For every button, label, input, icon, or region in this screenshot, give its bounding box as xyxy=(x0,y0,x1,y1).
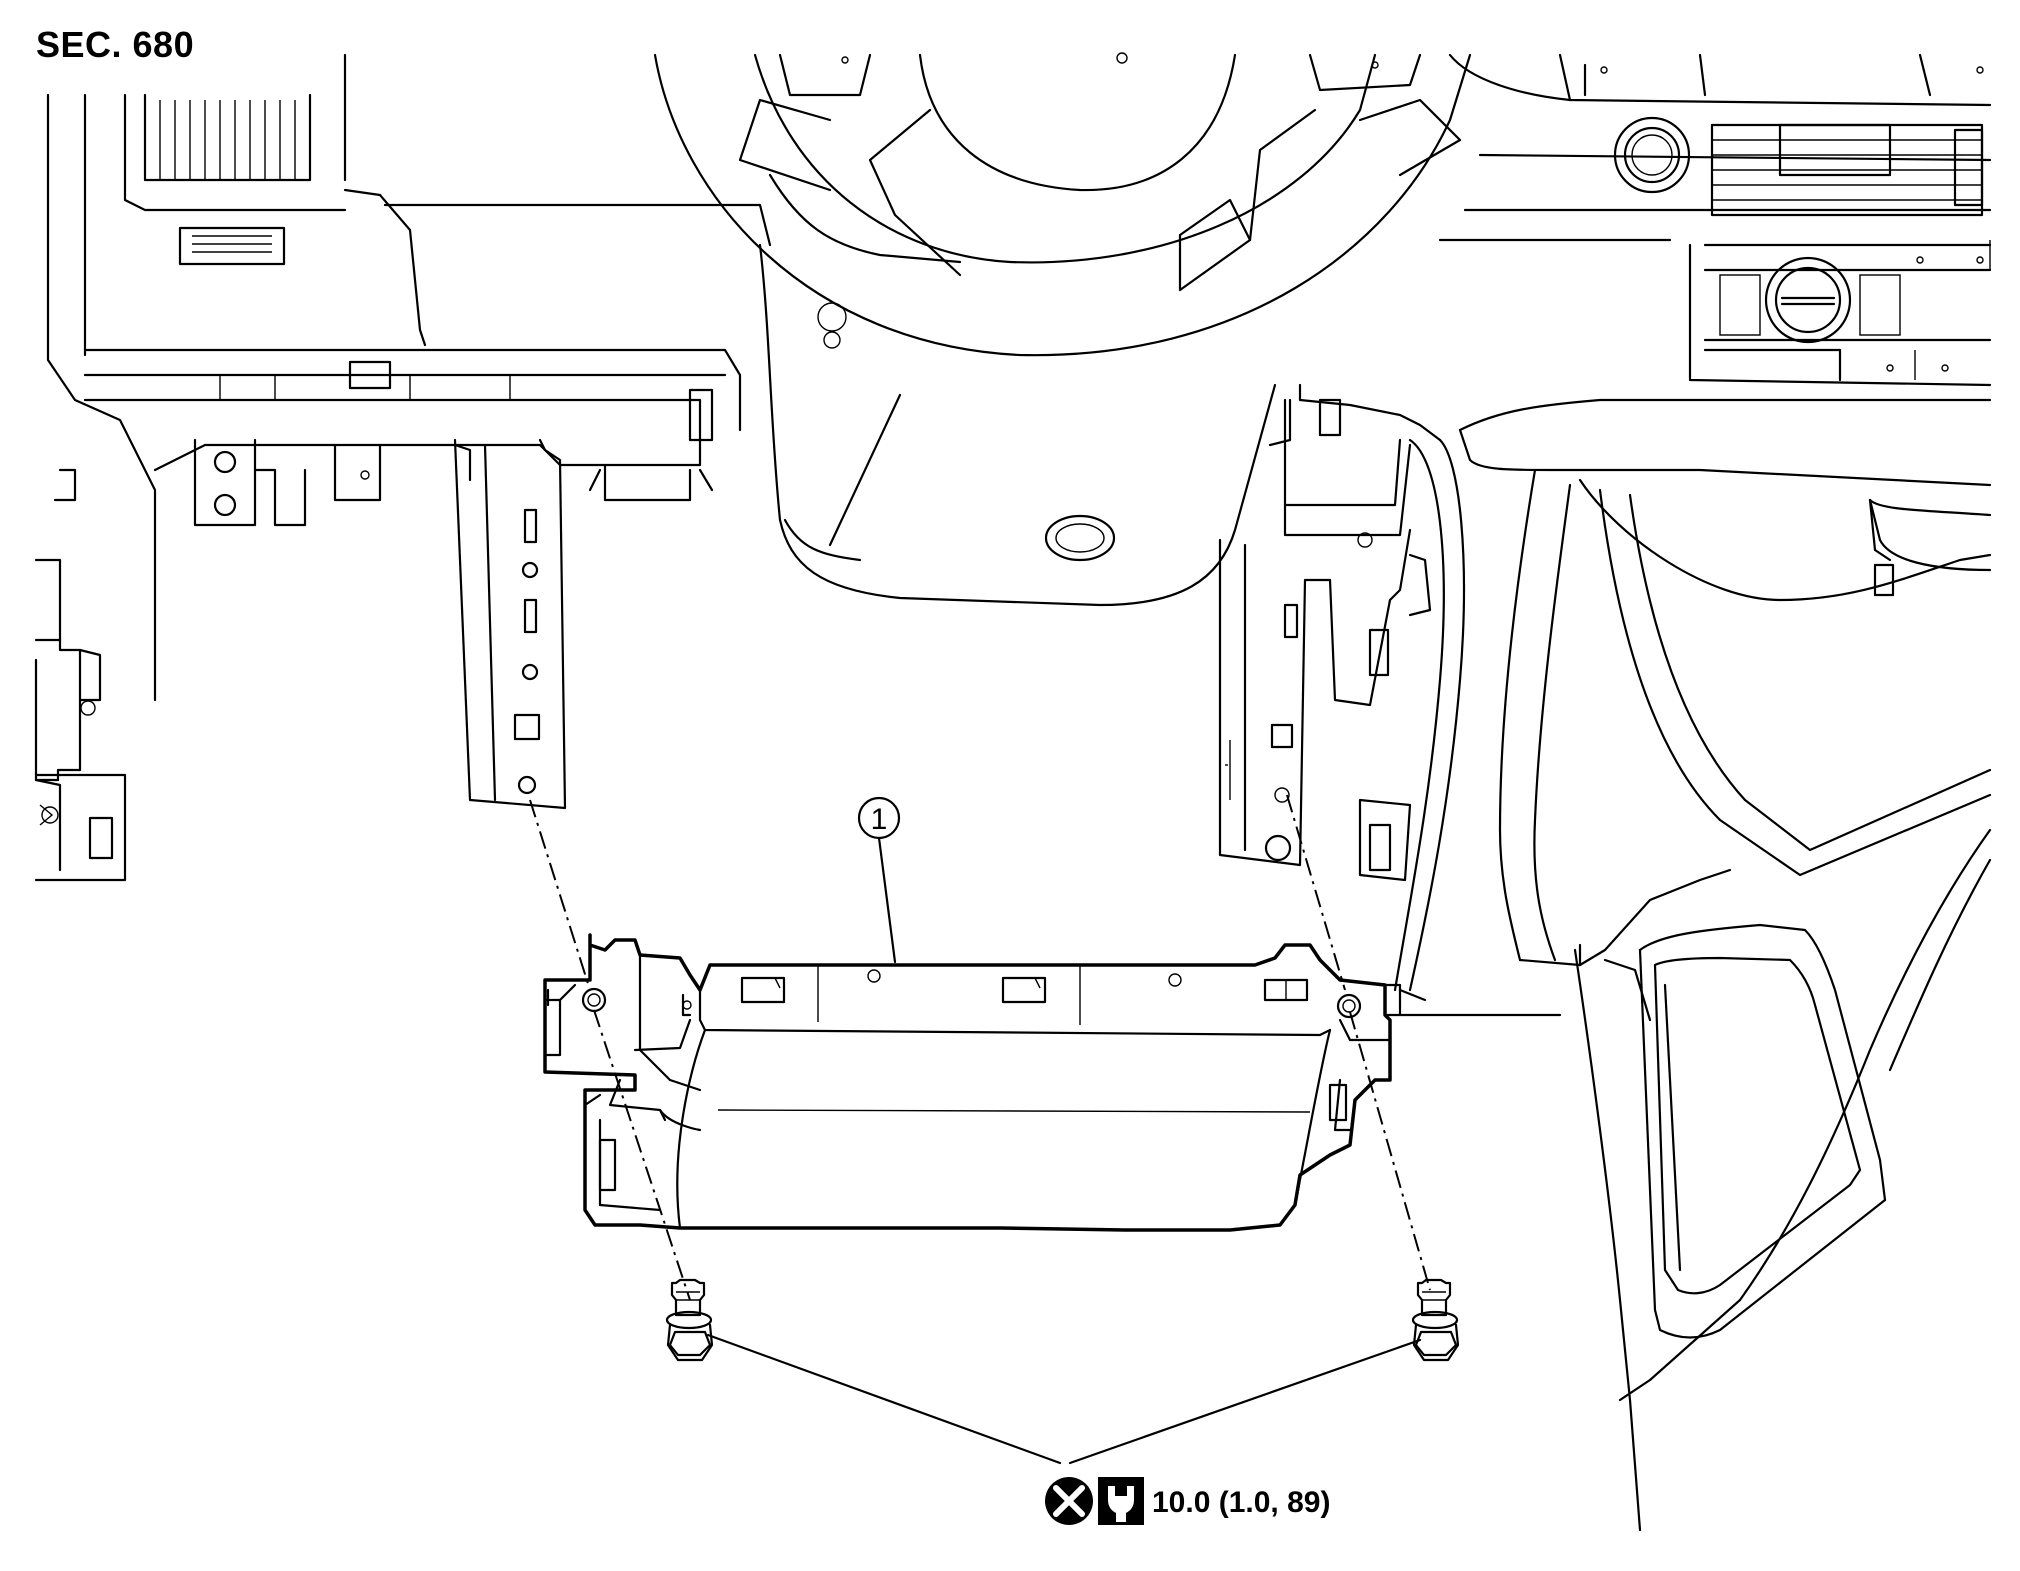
always-replace-icon xyxy=(1045,1477,1093,1525)
right-dashboard-panel xyxy=(1458,398,1992,1402)
alignment-lines xyxy=(529,794,1431,1301)
torque-spec: 10.0 (1.0, 89) xyxy=(1152,1486,1330,1519)
left-mounting-bracket xyxy=(453,438,567,810)
left-instrument-panel xyxy=(46,53,772,702)
center-stack xyxy=(1438,53,1992,387)
center-vent xyxy=(1710,123,1984,217)
callout-number-1: 1 xyxy=(871,803,888,836)
bolt-right xyxy=(1411,1278,1460,1362)
knee-airbag-module xyxy=(543,933,1402,1232)
right-mounting-bracket xyxy=(1218,383,1562,1017)
torque-wrench-icon xyxy=(1098,1477,1144,1525)
left-vent-grille xyxy=(159,100,296,180)
steering-column-cover xyxy=(758,243,1277,607)
callout-part-1: 1 xyxy=(857,796,901,840)
section-label: SEC. 680 xyxy=(36,24,195,65)
bolt-left xyxy=(665,1278,714,1362)
steering-wheel xyxy=(653,52,1472,357)
glove-box-lower-panel xyxy=(1573,923,1887,1532)
leader-lines xyxy=(706,836,1422,1465)
left-side-panel xyxy=(34,468,127,882)
